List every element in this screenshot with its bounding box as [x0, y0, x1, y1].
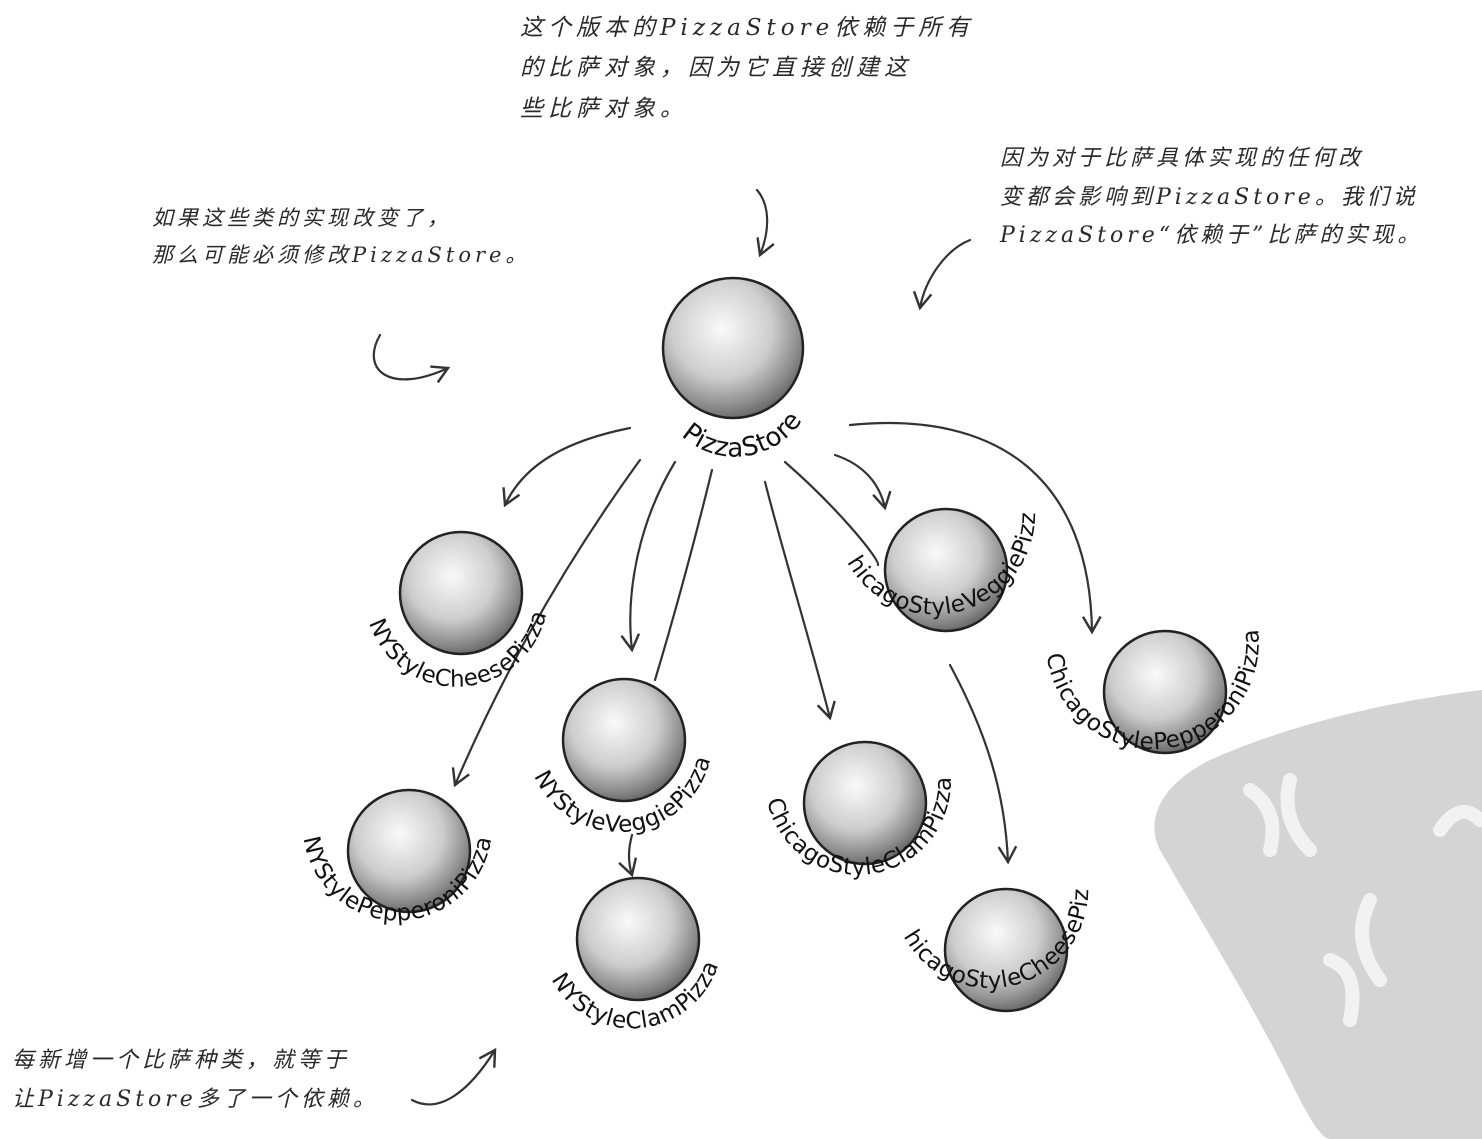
arrow-to-ny-clam-tail	[618, 833, 638, 878]
connectors	[372, 188, 1102, 1106]
arrow-bottom-note	[410, 1047, 497, 1106]
arrow-to-ny-pepperoni	[451, 458, 642, 788]
arrow-to-ny-veggie	[620, 460, 677, 653]
arrow-to-chicago-veggie	[833, 453, 892, 511]
arrow-right-note	[912, 238, 972, 311]
node-pizza-store	[661, 276, 805, 420]
node-chicago-veggie	[883, 507, 1009, 633]
node-ny-cheese	[398, 530, 524, 656]
node-chicago-clam	[802, 740, 928, 866]
node-chicago-cheese	[943, 887, 1069, 1013]
arrow-left-note	[372, 333, 451, 384]
arrow-to-chicago-cheese-tail	[948, 663, 1018, 865]
arrow-top-note	[755, 188, 775, 258]
arrow-to-chicago-pepperoni	[848, 421, 1102, 635]
note-bottom-left: 每新增一个比萨种类，就等于 让PizzaStore多了一个依赖。	[12, 1048, 379, 1112]
arrow-to-chicago-clam	[763, 480, 836, 721]
note-top-right: 因为对于比萨具体实现的任何改 变都会影响到PizzaStore。我们说 Pizz…	[1000, 146, 1424, 248]
arrow-to-chicago-cheese	[783, 460, 880, 567]
arrow-to-ny-clam	[653, 468, 714, 682]
node-ny-pepperoni	[346, 788, 472, 914]
arrow-to-ny-cheese	[502, 426, 632, 508]
node-ny-clam	[575, 876, 701, 1002]
note-top-center: 这个版本的PizzaStore依赖于所有 的比萨对象，因为它直接创建这 些比萨对…	[520, 15, 975, 122]
note-top-left: 如果这些类的实现改变了， 那么可能必须修改PizzaStore。	[152, 206, 531, 267]
nodes	[346, 276, 1228, 1013]
watermark	[1154, 690, 1482, 1139]
node-chicago-pepperoni	[1102, 629, 1228, 755]
node-ny-veggie	[561, 677, 687, 803]
